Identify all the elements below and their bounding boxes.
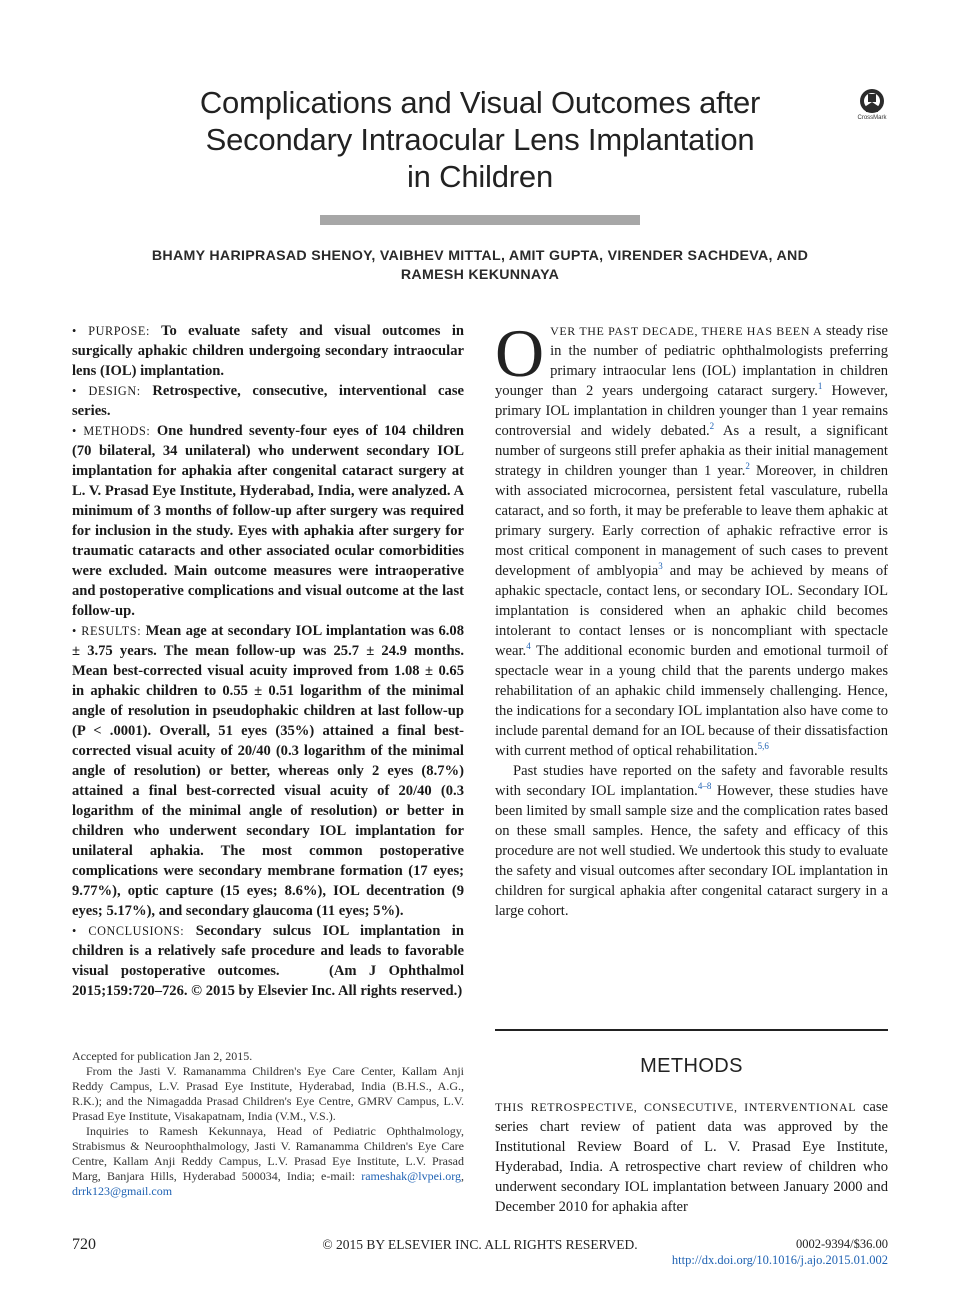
intro-text: Moreover, in children with associated mi… bbox=[495, 463, 889, 579]
intro-text: The additional economic burden and emoti… bbox=[495, 643, 888, 759]
abstract-design: • DESIGN: Retrospective, consecutive, in… bbox=[72, 381, 464, 421]
intro-paragraph: Past studies have reported on the safety… bbox=[495, 761, 888, 921]
accepted-date: Accepted for publication Jan 2, 2015. bbox=[72, 1049, 253, 1063]
section-divider bbox=[495, 1029, 888, 1031]
issn-price: 0002-9394/$36.00 bbox=[795, 1237, 888, 1251]
reference-link[interactable]: 2 bbox=[709, 421, 715, 432]
reference-link[interactable]: 3 bbox=[658, 561, 663, 572]
drop-cap: O bbox=[495, 315, 545, 391]
title-line: Complications and Visual Outcomes after bbox=[199, 85, 761, 120]
page-number: 720 bbox=[72, 1236, 96, 1253]
intro-text: As a result, a significant number of sur… bbox=[495, 423, 888, 479]
reference-link[interactable]: 4–8 bbox=[697, 781, 712, 792]
conclusions-text: Secondary sulcus IOL implantation in chi… bbox=[72, 923, 464, 979]
reference-link[interactable]: 4 bbox=[526, 641, 531, 652]
purpose-label: • PURPOSE: bbox=[72, 324, 150, 338]
methods-label: • METHODS: bbox=[72, 424, 151, 438]
reference-link[interactable]: 1 bbox=[817, 381, 823, 392]
abstract-methods: • METHODS: One hundred seventy-four eyes… bbox=[72, 421, 464, 621]
methods-lead: THIS RETROSPECTIVE, CONSECUTIVE, INTERVE… bbox=[495, 1100, 857, 1114]
doi-link[interactable]: http://dx.doi.org/10.1016/j.ajo.2015.01.… bbox=[671, 1253, 888, 1267]
email-link[interactable]: rameshak@lvpei.org bbox=[361, 1169, 462, 1183]
crossmark-icon bbox=[860, 89, 884, 113]
intro-text: steady rise in the number of pediatric o… bbox=[495, 323, 888, 399]
title-line: in Children bbox=[407, 159, 553, 194]
article-title: Complications and Visual Outcomes after … bbox=[150, 84, 810, 195]
methods-heading: METHODS bbox=[640, 1055, 743, 1077]
intro-lead: VER THE PAST DECADE, THERE HAS BEEN A bbox=[550, 324, 823, 338]
methods-section: THIS RETROSPECTIVE, CONSECUTIVE, INTERVE… bbox=[495, 1097, 888, 1217]
methods-paragraph: THIS RETROSPECTIVE, CONSECUTIVE, INTERVE… bbox=[495, 1097, 888, 1217]
email-separator: , bbox=[461, 1169, 465, 1183]
design-label: • DESIGN: bbox=[72, 384, 141, 398]
title-line: Secondary Intraocular Lens Implantation bbox=[205, 122, 755, 157]
abstract-conclusions: • CONCLUSIONS: Secondary sulcus IOL impl… bbox=[72, 921, 464, 1001]
reference-link[interactable]: 5,6 bbox=[757, 741, 769, 752]
abstract: • PURPOSE: To evaluate safety and visual… bbox=[72, 321, 464, 1001]
design-text: Retrospective, consecutive, intervention… bbox=[72, 383, 464, 419]
intro-text: However, these studies have been limited… bbox=[495, 783, 888, 919]
email-link[interactable]: drrk123@gmail.com bbox=[72, 1184, 173, 1198]
abstract-purpose: • PURPOSE: To evaluate safety and visual… bbox=[72, 321, 464, 381]
affiliation-note: From the Jasti V. Ramanamma Children's E… bbox=[72, 1064, 464, 1123]
intro-text: However, primary IOL implantation in chi… bbox=[495, 383, 888, 439]
author-list: BHAMY HARIPRASAD SHENOY, VAIBHEV MITTAL,… bbox=[110, 247, 850, 285]
crossmark-label: CrossMark bbox=[857, 115, 887, 121]
reference-link[interactable]: 2 bbox=[745, 461, 750, 472]
conclusions-label: • CONCLUSIONS: bbox=[72, 924, 185, 938]
intro-paragraph: O VER THE PAST DECADE, THERE HAS BEEN A s… bbox=[495, 315, 889, 761]
results-label: • RESULTS: bbox=[72, 624, 142, 638]
abstract-results: • RESULTS: Mean age at secondary IOL imp… bbox=[72, 621, 464, 921]
email-label: e-mail: bbox=[321, 1169, 356, 1183]
methods-text: One hundred seventy-four eyes of 104 chi… bbox=[72, 423, 465, 619]
results-text: Mean age at secondary IOL implantation w… bbox=[72, 623, 465, 919]
intro-text: Past studies have reported on the safety… bbox=[495, 763, 888, 799]
copyright-notice: © 2015 BY ELSEVIER INC. ALL RIGHTS RESER… bbox=[322, 1237, 638, 1252]
correspondence-note: Inquiries to Ramesh Kekunnaya, Head of P… bbox=[72, 1124, 464, 1199]
introduction: O VER THE PAST DECADE, THERE HAS BEEN A s… bbox=[495, 315, 889, 921]
methods-text: case series chart review of patient data… bbox=[495, 1099, 888, 1215]
purpose-text: To evaluate safety and visual outcomes i… bbox=[72, 323, 464, 379]
article-notes: Accepted for publication Jan 2, 2015. Fr… bbox=[72, 1049, 464, 1199]
title-divider bbox=[320, 215, 640, 225]
crossmark-badge[interactable]: CrossMark bbox=[852, 88, 892, 121]
journal-citation: (Am J Ophthalmol 2015;159:720–726. © 201… bbox=[72, 963, 464, 999]
intro-text: and may be achieved by means of aphakic … bbox=[495, 563, 888, 659]
inquiries-text: Inquiries to Ramesh Kekunnaya, Head of P… bbox=[72, 1124, 464, 1183]
author-line: RAMESH KEKUNNAYA bbox=[400, 267, 560, 283]
page-footer: 720 © 2015 BY ELSEVIER INC. ALL RIGHTS R… bbox=[72, 1236, 888, 1270]
author-line: BHAMY HARIPRASAD SHENOY, VAIBHEV MITTAL,… bbox=[151, 248, 809, 264]
